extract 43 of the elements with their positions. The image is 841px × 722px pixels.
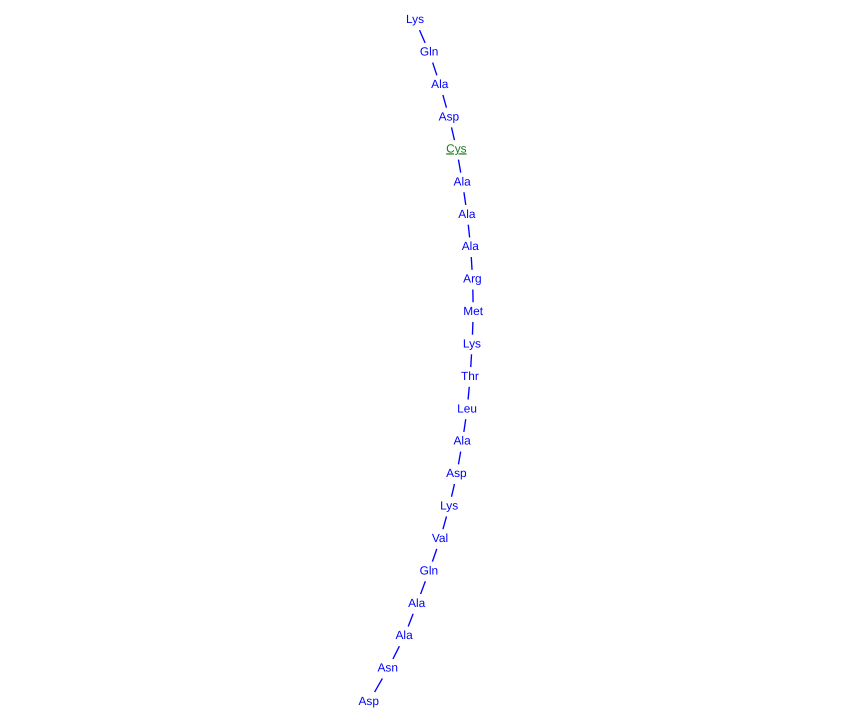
node-text: Asp	[358, 694, 378, 708]
node-text: Leu	[456, 401, 477, 416]
connector	[419, 581, 426, 594]
node-text: Asn	[376, 660, 398, 675]
connector	[431, 548, 437, 562]
connector	[457, 452, 461, 464]
node-text: Lys	[440, 498, 458, 513]
node-text: Val	[431, 530, 448, 545]
connector	[442, 516, 447, 530]
node-text: Ala	[461, 239, 478, 254]
connector	[407, 613, 414, 627]
connector	[462, 419, 466, 432]
connector	[471, 322, 474, 335]
connector	[466, 386, 470, 400]
node-text: Lys	[462, 336, 480, 350]
connector	[472, 290, 474, 302]
connector	[462, 192, 466, 206]
connector	[470, 257, 472, 270]
node-text: Asp	[446, 466, 466, 480]
connector	[450, 484, 455, 497]
node-text: Gln	[419, 563, 438, 578]
connector	[450, 127, 455, 140]
node-text: Asp	[438, 109, 459, 124]
node-text: Ala	[395, 628, 412, 642]
node-text: Ala	[453, 174, 470, 188]
node-text: Arg	[462, 272, 482, 286]
node-text: Ala	[430, 77, 448, 92]
connector	[418, 30, 426, 44]
node-text: Thr	[460, 368, 478, 383]
node-text: Ala	[453, 434, 470, 448]
connector	[467, 224, 470, 238]
connector	[442, 94, 447, 108]
connector	[470, 354, 472, 368]
connector	[457, 159, 461, 173]
node-text: Cys	[446, 141, 466, 156]
connector	[432, 62, 437, 76]
connector	[392, 646, 400, 660]
node-text: Met	[462, 304, 483, 318]
node-text: Ala	[408, 596, 425, 610]
connector	[374, 678, 382, 692]
node-text: Lys	[405, 12, 424, 26]
node-text: Gln	[419, 44, 438, 59]
node-text: Ala	[458, 206, 475, 221]
